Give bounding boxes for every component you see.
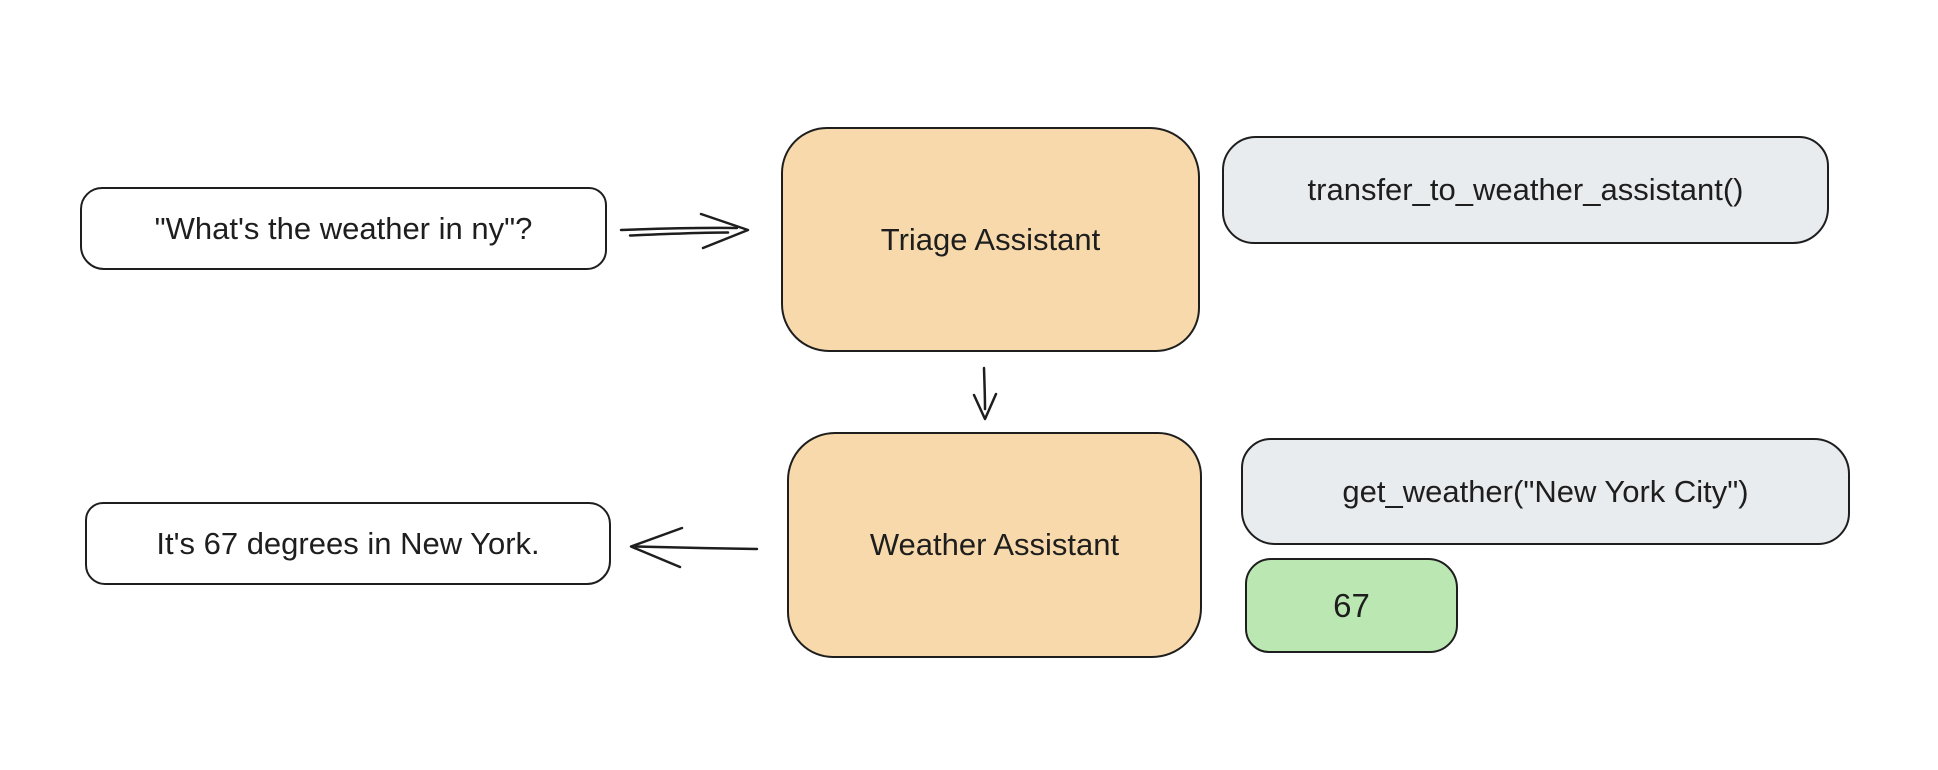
- transfer-tool-call-node: transfer_to_weather_assistant(): [1222, 136, 1829, 244]
- arrow-user-to-triage-icon: [619, 212, 750, 250]
- transfer-tool-call-label: transfer_to_weather_assistant(): [1307, 172, 1744, 208]
- weather-assistant-label: Weather Assistant: [869, 527, 1120, 563]
- tool-result-label: 67: [1333, 586, 1370, 624]
- assistant-reply-node: It's 67 degrees in New York.: [85, 502, 611, 585]
- get-weather-tool-call-node: get_weather("New York City"): [1241, 438, 1850, 545]
- weather-assistant-node: Weather Assistant: [787, 432, 1202, 658]
- get-weather-tool-call-label: get_weather("New York City"): [1342, 473, 1749, 509]
- assistant-reply-label: It's 67 degrees in New York.: [156, 525, 540, 561]
- arrow-weather-to-reply-icon: [629, 526, 759, 569]
- user-message-node: "What's the weather in ny"?: [80, 187, 607, 270]
- tool-result-node: 67: [1245, 558, 1458, 653]
- triage-assistant-label: Triage Assistant: [880, 221, 1101, 257]
- user-message-label: "What's the weather in ny"?: [154, 210, 533, 246]
- arrow-triage-to-weather-icon: [972, 366, 998, 421]
- triage-assistant-node: Triage Assistant: [781, 127, 1200, 352]
